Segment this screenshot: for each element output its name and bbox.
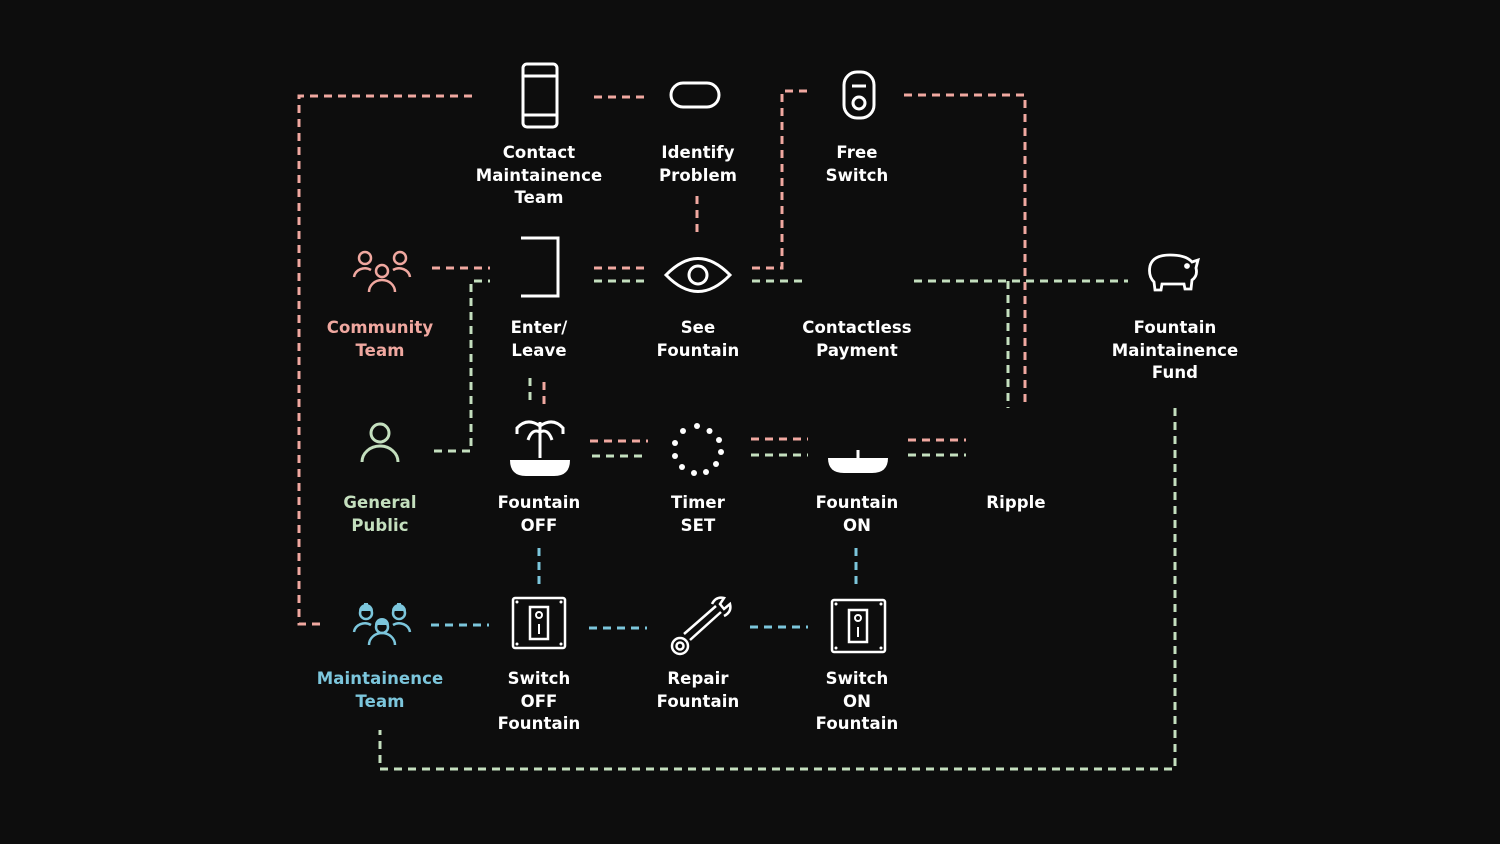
- wall-switch-icon: [511, 596, 567, 650]
- phone-icon: [521, 62, 559, 129]
- label-see-fountain: See Fountain: [656, 318, 740, 360]
- label-fountain-maintenance-fund: Fountain Maintainence Fund: [1111, 318, 1239, 382]
- label-fountain-off: Fountain OFF: [497, 493, 581, 535]
- connector-fund-to-maintenance: [378, 408, 1177, 771]
- person-icon: [360, 422, 400, 463]
- fountain-icon: [510, 420, 570, 476]
- label-ripple: Ripple: [986, 493, 1046, 512]
- connector-freeswitch-ripple: [904, 93, 1027, 408]
- label-contact-maintenance-team: Contact Maintainence Team: [475, 143, 603, 207]
- wrench-icon: [670, 596, 732, 656]
- connector-contact-to-maintenance: [297, 94, 472, 626]
- community-connectors: [297, 89, 1027, 626]
- piggy-bank-icon: [1148, 253, 1200, 292]
- maintenance-connectors: [431, 548, 858, 630]
- connector-see-freeswitch: [752, 89, 808, 270]
- group-people-icon: [352, 250, 412, 293]
- label-community-team: Community Team: [326, 318, 434, 360]
- label-switch-off-fountain: Switch OFF Fountain: [497, 669, 581, 733]
- pill-shape-icon: [669, 81, 721, 109]
- switch-fob-icon: [842, 70, 876, 120]
- label-free-switch: Free Switch: [825, 143, 889, 185]
- label-general-public: General Public: [343, 493, 417, 535]
- doorway-icon: [521, 236, 560, 298]
- fountain-basin-icon: [828, 450, 888, 473]
- label-timer-set: Timer SET: [671, 493, 725, 535]
- eye-icon: [663, 257, 733, 293]
- wall-switch-icon: [830, 598, 887, 654]
- public-connectors: [378, 279, 1177, 771]
- label-enter-leave: Enter/ Leave: [510, 318, 568, 360]
- label-identify-problem: Identify Problem: [658, 143, 738, 185]
- label-fountain-on: Fountain ON: [815, 493, 899, 535]
- label-contactless-payment: Contactless Payment: [802, 318, 912, 360]
- worker-group-icon: [352, 603, 412, 646]
- dotted-circle-icon: [672, 423, 724, 476]
- label-maintenance-team: Maintainence Team: [316, 669, 444, 711]
- label-switch-on-fountain: Switch ON Fountain: [815, 669, 899, 733]
- label-repair-fountain: Repair Fountain: [656, 669, 740, 711]
- connector-public-enter: [434, 279, 490, 453]
